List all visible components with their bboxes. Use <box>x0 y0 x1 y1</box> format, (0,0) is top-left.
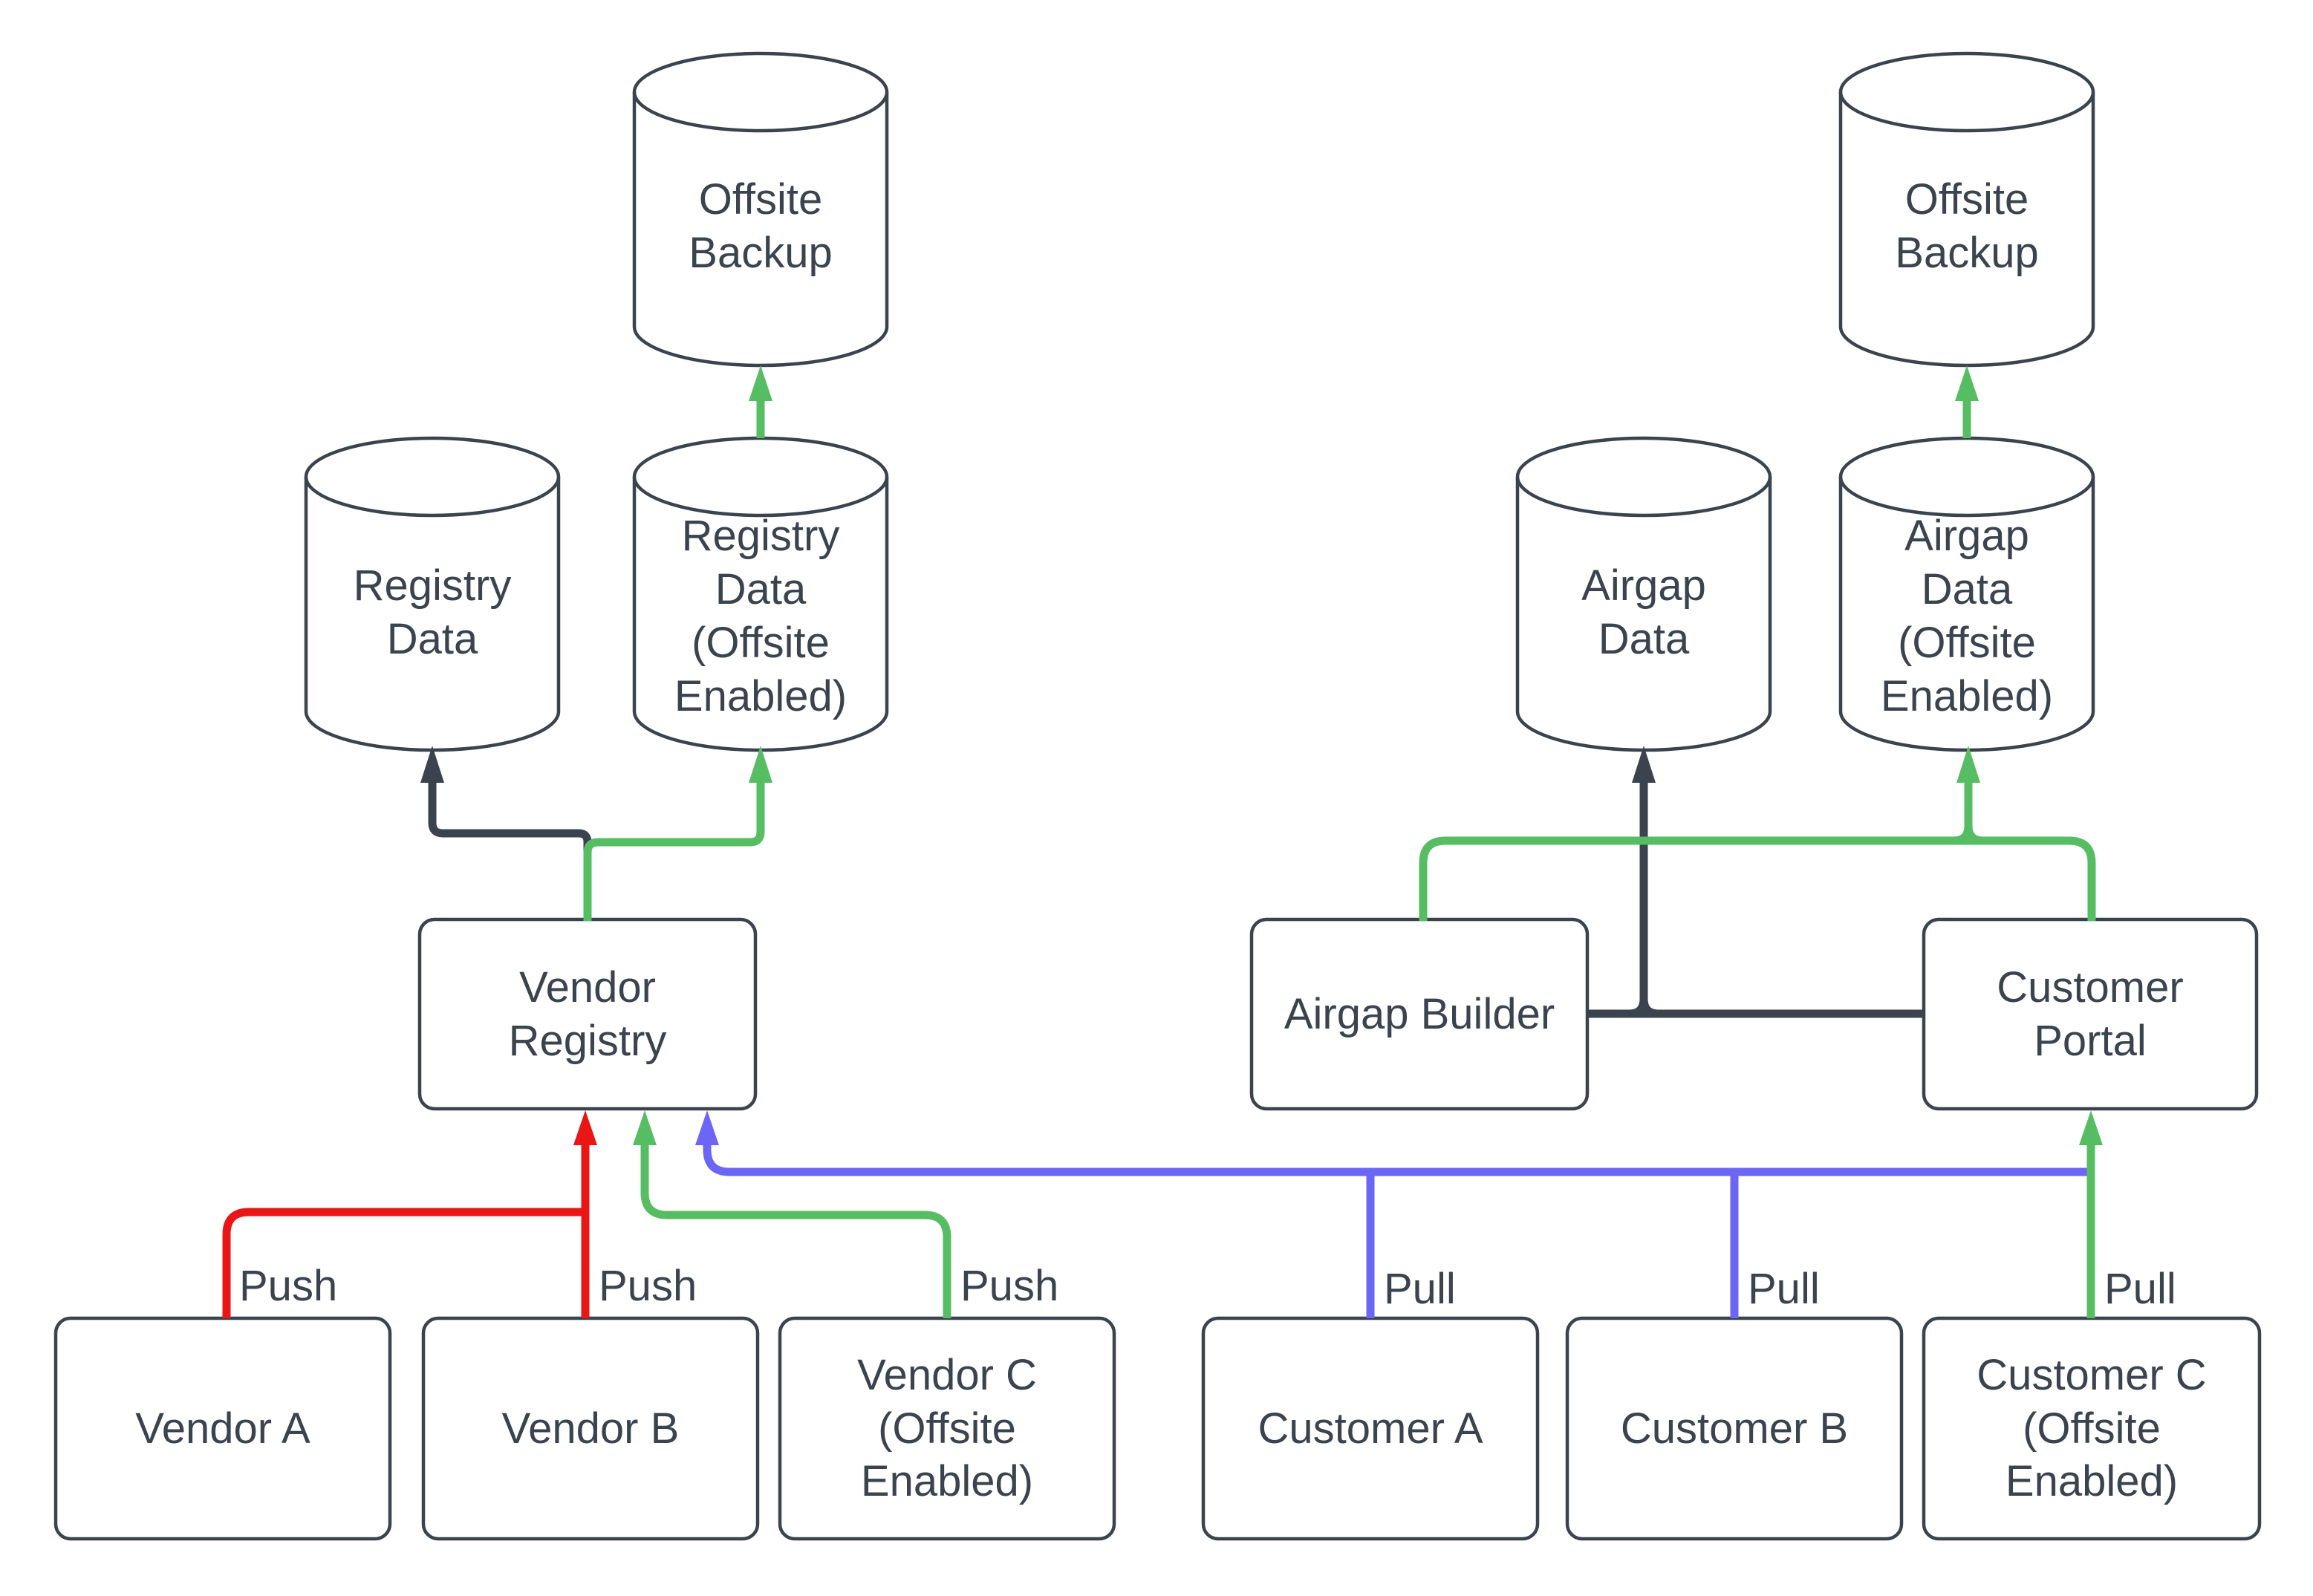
edge-label-pull-customer-b: Pull <box>1748 1265 1820 1313</box>
edge-vendor-c-to-vendor-registry <box>640 1145 951 1318</box>
label-vendor-c: Vendor C (Offsite Enabled) <box>857 1350 1037 1506</box>
arrowhead-vendor-registry-red <box>573 1110 597 1145</box>
label-vendor-b: Vendor B <box>501 1404 680 1453</box>
edge-vendors-ab-to-vendor-registry <box>222 1145 590 1318</box>
cylinder-registry-data-offsite <box>632 436 889 752</box>
edge-vendor-registry-to-registry-data-offsite <box>583 783 765 921</box>
cylinder-airgap-data <box>1515 436 1772 752</box>
box-vendor-b <box>421 1316 760 1541</box>
edge-customers-to-vendor-registry <box>703 1145 2091 1318</box>
arrowhead-offsite-backup-left <box>749 365 772 401</box>
label-registry-data-offsite: Registry Data (Offsite Enabled) <box>674 512 848 720</box>
edge-label-pull-customer-a: Pull <box>1384 1265 1456 1313</box>
arrowhead-airgap-data-offsite <box>1956 746 1980 783</box>
arrowhead-airgap-data <box>1632 746 1656 783</box>
label-airgap-data: Airgap Data <box>1581 561 1706 663</box>
edge-builder-portal-to-airgap-data <box>1587 783 1924 1018</box>
label-offsite-backup-right: Offsite Backup <box>1895 175 2039 277</box>
label-vendor-registry: Vendor Registry <box>508 963 667 1065</box>
arrowhead-vendor-registry-green <box>633 1110 657 1145</box>
arrowhead-registry-data-offsite <box>749 746 772 783</box>
edge-label-push-vendor-a: Push <box>239 1262 338 1310</box>
arrowhead-customer-portal-green <box>2079 1110 2103 1145</box>
cylinder-registry-data <box>304 436 561 752</box>
label-customer-b: Customer B <box>1620 1404 1849 1453</box>
edge-builder-portal-to-airgap-data-offsite <box>1419 783 2096 921</box>
cylinder-offsite-backup-right <box>1838 51 2095 368</box>
arrowhead-registry-data <box>420 746 444 783</box>
label-customer-a: Customer A <box>1258 1404 1483 1453</box>
label-airgap-data-offsite: Airgap Data (Offsite Enabled) <box>1880 512 2054 720</box>
edge-label-pull-customer-c: Pull <box>2104 1265 2176 1313</box>
label-airgap-builder: Airgap Builder <box>1284 989 1555 1038</box>
label-offsite-backup-left: Offsite Backup <box>689 175 833 277</box>
edge-label-push-vendor-b: Push <box>599 1262 697 1310</box>
label-customer-c: Customer C (Offsite Enabled) <box>1977 1350 2207 1506</box>
cylinder-airgap-data-offsite <box>1838 436 2095 752</box>
edge-vendor-registry-to-registry-data <box>428 783 592 854</box>
arrowhead-offsite-backup-right <box>1955 365 1979 401</box>
label-customer-portal: Customer Portal <box>1997 963 2184 1065</box>
arrowhead-vendor-registry-blue <box>695 1110 719 1145</box>
label-registry-data: Registry Data <box>353 561 512 663</box>
label-vendor-a: Vendor A <box>135 1404 310 1453</box>
edge-label-push-vendor-c: Push <box>960 1262 1059 1310</box>
cylinder-offsite-backup-left <box>632 51 889 368</box>
